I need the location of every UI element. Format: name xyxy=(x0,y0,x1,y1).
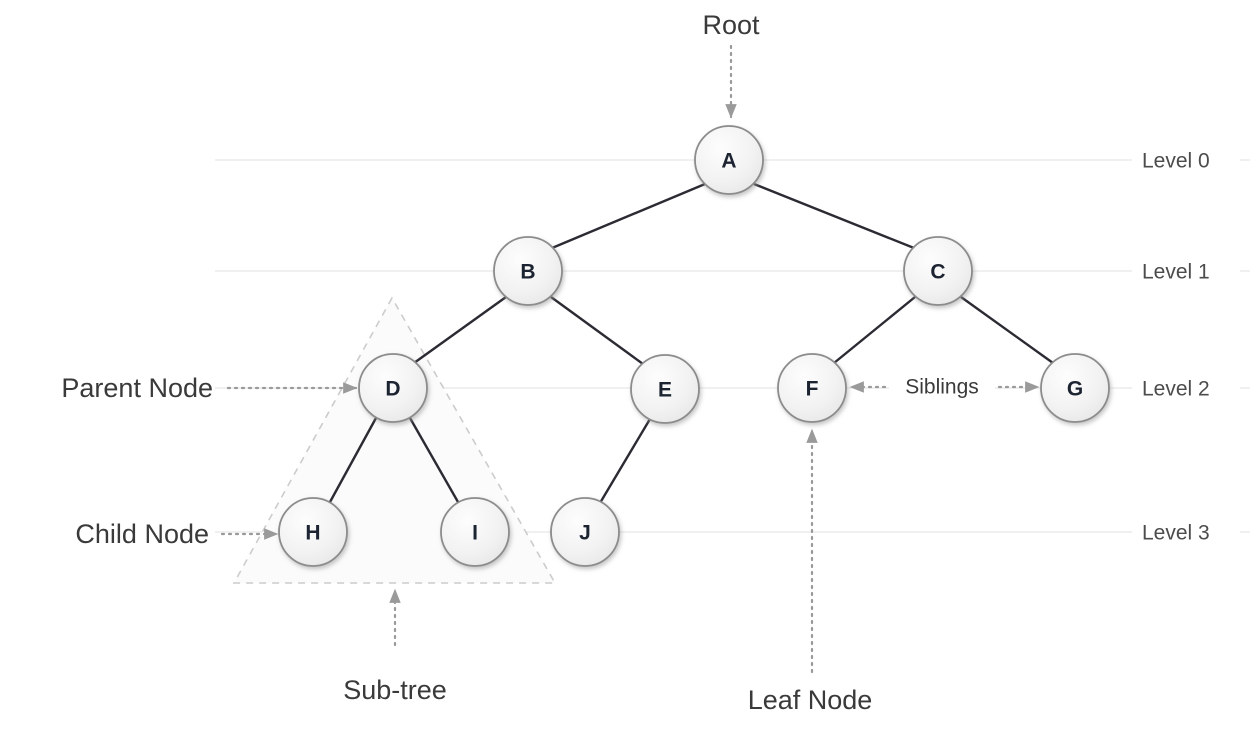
level-3-label-bg xyxy=(1132,519,1240,545)
node-a-circle[interactable] xyxy=(694,125,764,195)
level-3-label: Level 3 xyxy=(1142,522,1210,545)
leaf-node-label: Leaf Node xyxy=(748,685,873,715)
level-0-label: Level 0 xyxy=(1142,150,1210,173)
edge-b-e xyxy=(550,296,644,365)
siblings-label: Siblings xyxy=(905,376,979,399)
level-1-label-bg xyxy=(1132,258,1240,284)
node-a[interactable]: A xyxy=(694,125,764,195)
annotation-labels: Root Parent Node Child Node Siblings Sub… xyxy=(61,10,995,715)
siblings-label-bg xyxy=(889,374,995,400)
node-b[interactable]: B xyxy=(493,236,563,306)
level-1-label: Level 1 xyxy=(1142,261,1210,284)
root-label: Root xyxy=(702,10,760,40)
node-h-circle[interactable] xyxy=(278,497,348,567)
edge-a-b xyxy=(551,182,706,250)
node-d[interactable]: D xyxy=(358,353,428,423)
node-d-circle[interactable] xyxy=(358,353,428,423)
node-i[interactable]: I xyxy=(440,497,510,567)
node-i-circle[interactable] xyxy=(440,497,510,567)
node-j[interactable]: J xyxy=(550,497,620,567)
child-node-label: Child Node xyxy=(75,519,209,549)
parent-node-label: Parent Node xyxy=(61,373,213,403)
edge-a-c xyxy=(753,182,915,250)
edge-d-h xyxy=(328,417,378,503)
annotation-connectors xyxy=(220,44,1040,674)
node-f[interactable]: F xyxy=(777,353,847,423)
node-f-circle[interactable] xyxy=(777,353,847,423)
edge-d-i xyxy=(408,417,460,503)
node-h[interactable]: H xyxy=(278,497,348,567)
node-j-circle[interactable] xyxy=(550,497,620,567)
node-e[interactable]: E xyxy=(630,354,700,424)
tree-edges xyxy=(328,182,1054,504)
level-2-label-bg xyxy=(1132,375,1240,401)
level-labels: Level 0 Level 1 Level 2 Level 3 xyxy=(1132,147,1240,545)
node-c[interactable]: C xyxy=(903,236,973,306)
level-0-label-bg xyxy=(1132,147,1240,173)
node-b-circle[interactable] xyxy=(493,236,563,306)
edge-b-d xyxy=(413,296,507,364)
node-c-circle[interactable] xyxy=(903,236,973,306)
edge-c-f xyxy=(833,296,916,364)
node-e-circle[interactable] xyxy=(630,354,700,424)
sub-tree-label: Sub-tree xyxy=(343,675,447,705)
edge-c-g xyxy=(960,296,1054,364)
edge-e-j xyxy=(598,418,652,504)
node-g-circle[interactable] xyxy=(1040,353,1110,423)
level-2-label: Level 2 xyxy=(1142,378,1210,401)
node-g[interactable]: G xyxy=(1040,353,1110,423)
